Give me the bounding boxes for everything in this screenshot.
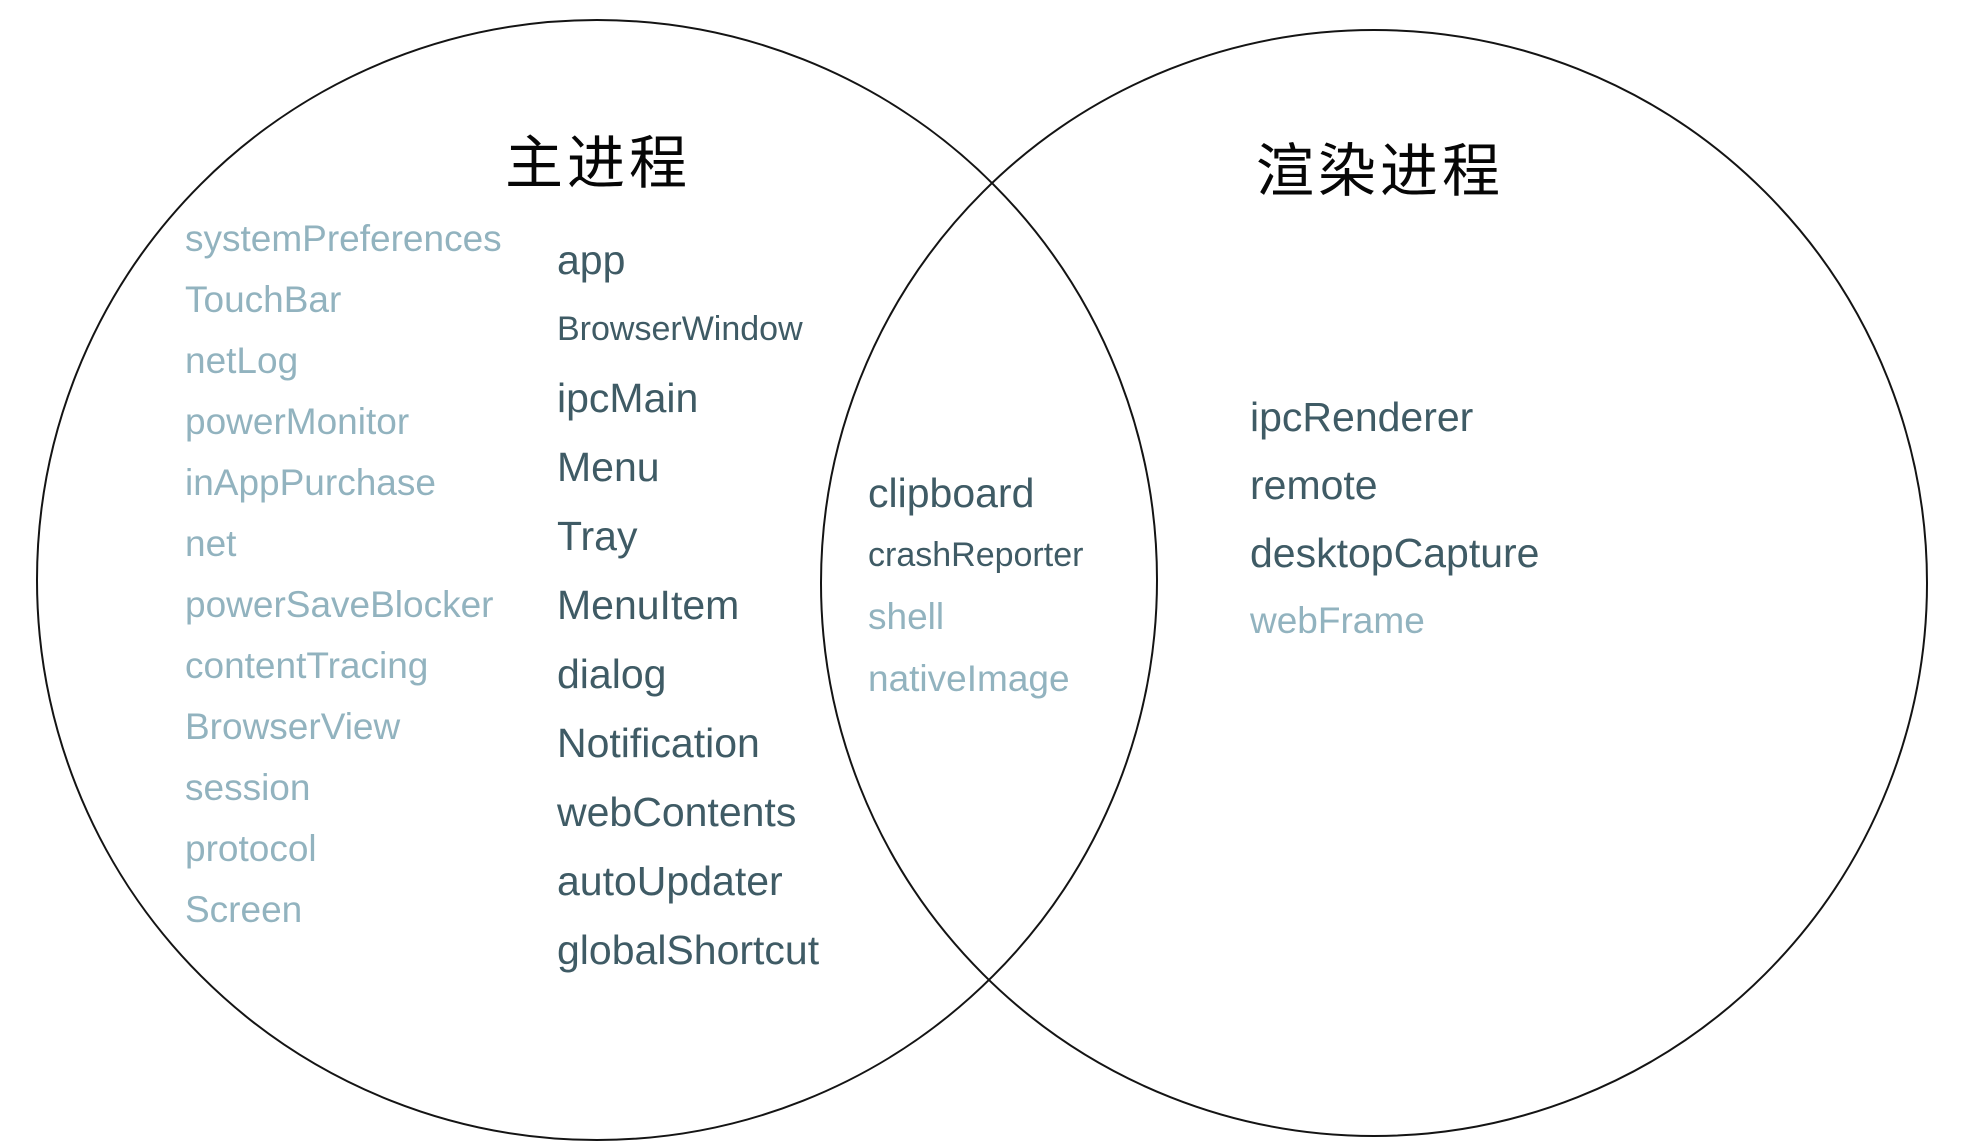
api-item-net: net — [185, 522, 237, 564]
api-item-inAppPurchase: inAppPurchase — [185, 461, 436, 503]
api-item-dialog: dialog — [557, 651, 667, 697]
api-item-powerMonitor: powerMonitor — [185, 400, 410, 442]
api-item-autoUpdater: autoUpdater — [557, 858, 783, 904]
api-item-TouchBar: TouchBar — [185, 278, 342, 320]
api-item-clipboard: clipboard — [868, 469, 1035, 516]
api-item-session: session — [185, 766, 311, 808]
main-process-title: 主进程 — [504, 131, 691, 196]
api-item-protocol: protocol — [185, 827, 317, 869]
api-item-ipcMain: ipcMain — [557, 375, 699, 421]
api-item-Menu: Menu — [557, 444, 660, 490]
api-item-contentTracing: contentTracing — [185, 644, 429, 686]
main-process-light-api-list: systemPreferences TouchBar netLog powerM… — [185, 208, 502, 940]
api-item-BrowserWindow: BrowserWindow — [557, 310, 803, 348]
api-item-Notification: Notification — [557, 720, 760, 766]
main-process-dark-api-list: app BrowserWindow ipcMain Menu Tray Menu… — [557, 226, 819, 985]
api-item-webFrame: webFrame — [1250, 600, 1425, 641]
api-item-globalShortcut: globalShortcut — [557, 927, 820, 973]
main-process-circle — [36, 19, 1158, 1141]
api-item-nativeImage: nativeImage — [868, 658, 1070, 699]
api-item-powerSaveBlocker: powerSaveBlocker — [185, 583, 494, 625]
renderer-process-api-list: ipcRenderer remote desktopCapture webFra… — [1250, 383, 1539, 655]
renderer-process-circle — [820, 29, 1928, 1137]
api-item-webContents: webContents — [557, 789, 797, 835]
api-item-crashReporter: crashReporter — [868, 535, 1084, 574]
api-item-Screen: Screen — [185, 888, 303, 930]
renderer-process-title: 渲染进程 — [1255, 139, 1504, 204]
api-item-shell: shell — [868, 596, 945, 637]
api-item-desktopCapture: desktopCapture — [1250, 529, 1540, 576]
api-item-remote: remote — [1250, 461, 1378, 508]
api-item-netLog: netLog — [185, 339, 299, 381]
api-item-Tray: Tray — [557, 513, 638, 559]
api-item-ipcRenderer: ipcRenderer — [1250, 393, 1474, 440]
api-item-BrowserView: BrowserView — [185, 705, 401, 747]
api-item-MenuItem: MenuItem — [557, 582, 740, 628]
shared-api-list: clipboard crashReporter shell nativeImag… — [868, 462, 1083, 710]
api-item-systemPreferences: systemPreferences — [185, 217, 502, 259]
api-item-app: app — [557, 237, 626, 283]
